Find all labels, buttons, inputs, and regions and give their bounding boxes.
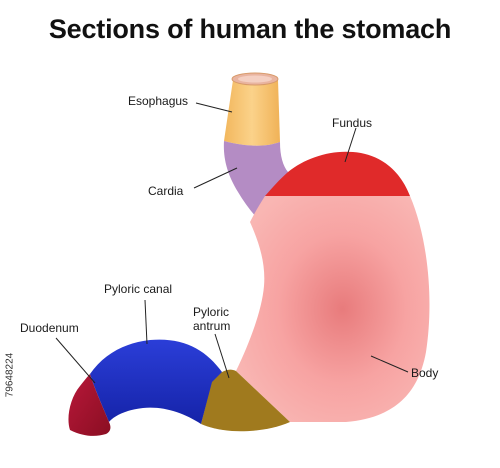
cardia-region bbox=[223, 141, 288, 220]
stock-id: 79648224 bbox=[2, 300, 18, 450]
duodenum-leader bbox=[55, 337, 96, 384]
fundus-leader bbox=[344, 127, 357, 163]
body-region bbox=[236, 196, 430, 422]
pyloric-canal-region bbox=[90, 339, 222, 424]
fundus-region bbox=[265, 151, 410, 196]
duodenum-label: Duodenum bbox=[20, 321, 79, 335]
pyloric-antrum-label-line2: antrum bbox=[193, 319, 231, 333]
stock-id-text: 79648224 bbox=[4, 352, 16, 398]
cardia-leader bbox=[193, 167, 238, 189]
fundus-label: Fundus bbox=[332, 116, 373, 130]
esophagus-label: Esophagus bbox=[128, 94, 189, 108]
diagram-title: Sections of human the stomach bbox=[48, 14, 452, 44]
pyloric-canal-leader bbox=[144, 299, 148, 345]
pyloric-antrum-region bbox=[201, 369, 290, 432]
esophagus-inner bbox=[238, 75, 272, 83]
pyloric-canal-label: Pyloric canal bbox=[104, 282, 173, 296]
body-leader bbox=[370, 355, 409, 373]
body-label: Body bbox=[411, 366, 439, 380]
esophagus-leader bbox=[195, 102, 233, 113]
esophagus-region bbox=[224, 74, 280, 146]
cardia-label: Cardia bbox=[148, 184, 184, 198]
pyloric-antrum-label-line1: Pyloric bbox=[193, 305, 230, 319]
pyloric-antrum-leader bbox=[214, 333, 230, 379]
duodenum-region bbox=[68, 374, 111, 436]
